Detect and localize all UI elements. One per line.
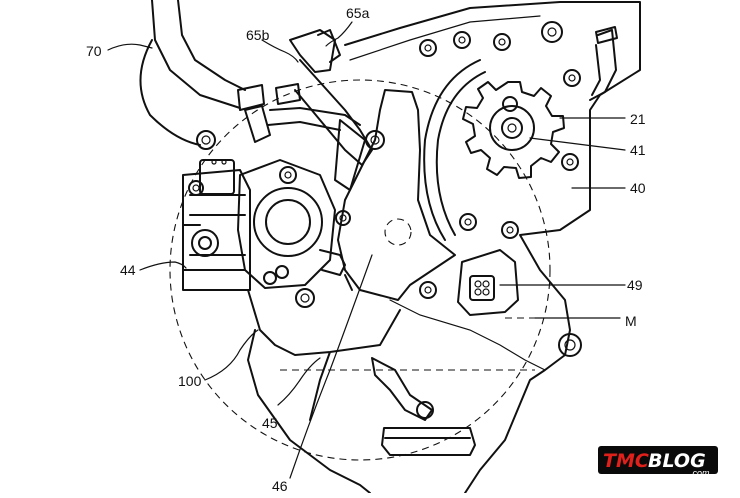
svg-text:BLOG: BLOG	[648, 450, 706, 472]
tmcblog-watermark: TMC BLOG .com	[598, 446, 718, 478]
label-49: 49	[627, 277, 643, 293]
crank-dashed-circle	[384, 218, 412, 246]
label-45: 45	[262, 415, 278, 431]
leader-lines	[107, 21, 626, 479]
label-100: 100	[178, 373, 202, 389]
bracket-65	[289, 29, 373, 191]
casing-bolts	[188, 21, 582, 419]
engine-casing	[247, 1, 641, 494]
label-m: M	[625, 313, 637, 329]
sensor-49	[457, 249, 519, 316]
hose-70-outer	[139, 39, 201, 146]
top-right-cap	[595, 26, 618, 44]
lower-lever	[371, 357, 433, 421]
top-right-tube	[589, 29, 617, 101]
label-40: 40	[630, 180, 646, 196]
label-46: 46	[272, 478, 288, 493]
label-70: 70	[86, 43, 102, 59]
motor-housing	[237, 159, 353, 291]
label-41: 41	[630, 142, 646, 158]
svg-text:TMC: TMC	[603, 450, 649, 472]
flywheel-dashed-circle	[169, 79, 551, 461]
casing-inner-edge	[349, 15, 546, 371]
lower-casing	[247, 289, 401, 421]
lower-pedal	[381, 427, 476, 456]
label-44: 44	[120, 262, 136, 278]
label-21: 21	[630, 111, 646, 127]
drive-sprocket	[462, 81, 565, 179]
label-65a: 65a	[346, 5, 370, 21]
upper-left-bolts	[237, 83, 301, 143]
label-65b: 65b	[246, 27, 270, 43]
hose-70	[151, 0, 246, 109]
actuator-44	[182, 159, 251, 291]
sprocket-cover	[423, 59, 486, 241]
svg-text:.com: .com	[690, 468, 710, 478]
linkage-arm	[267, 107, 361, 131]
